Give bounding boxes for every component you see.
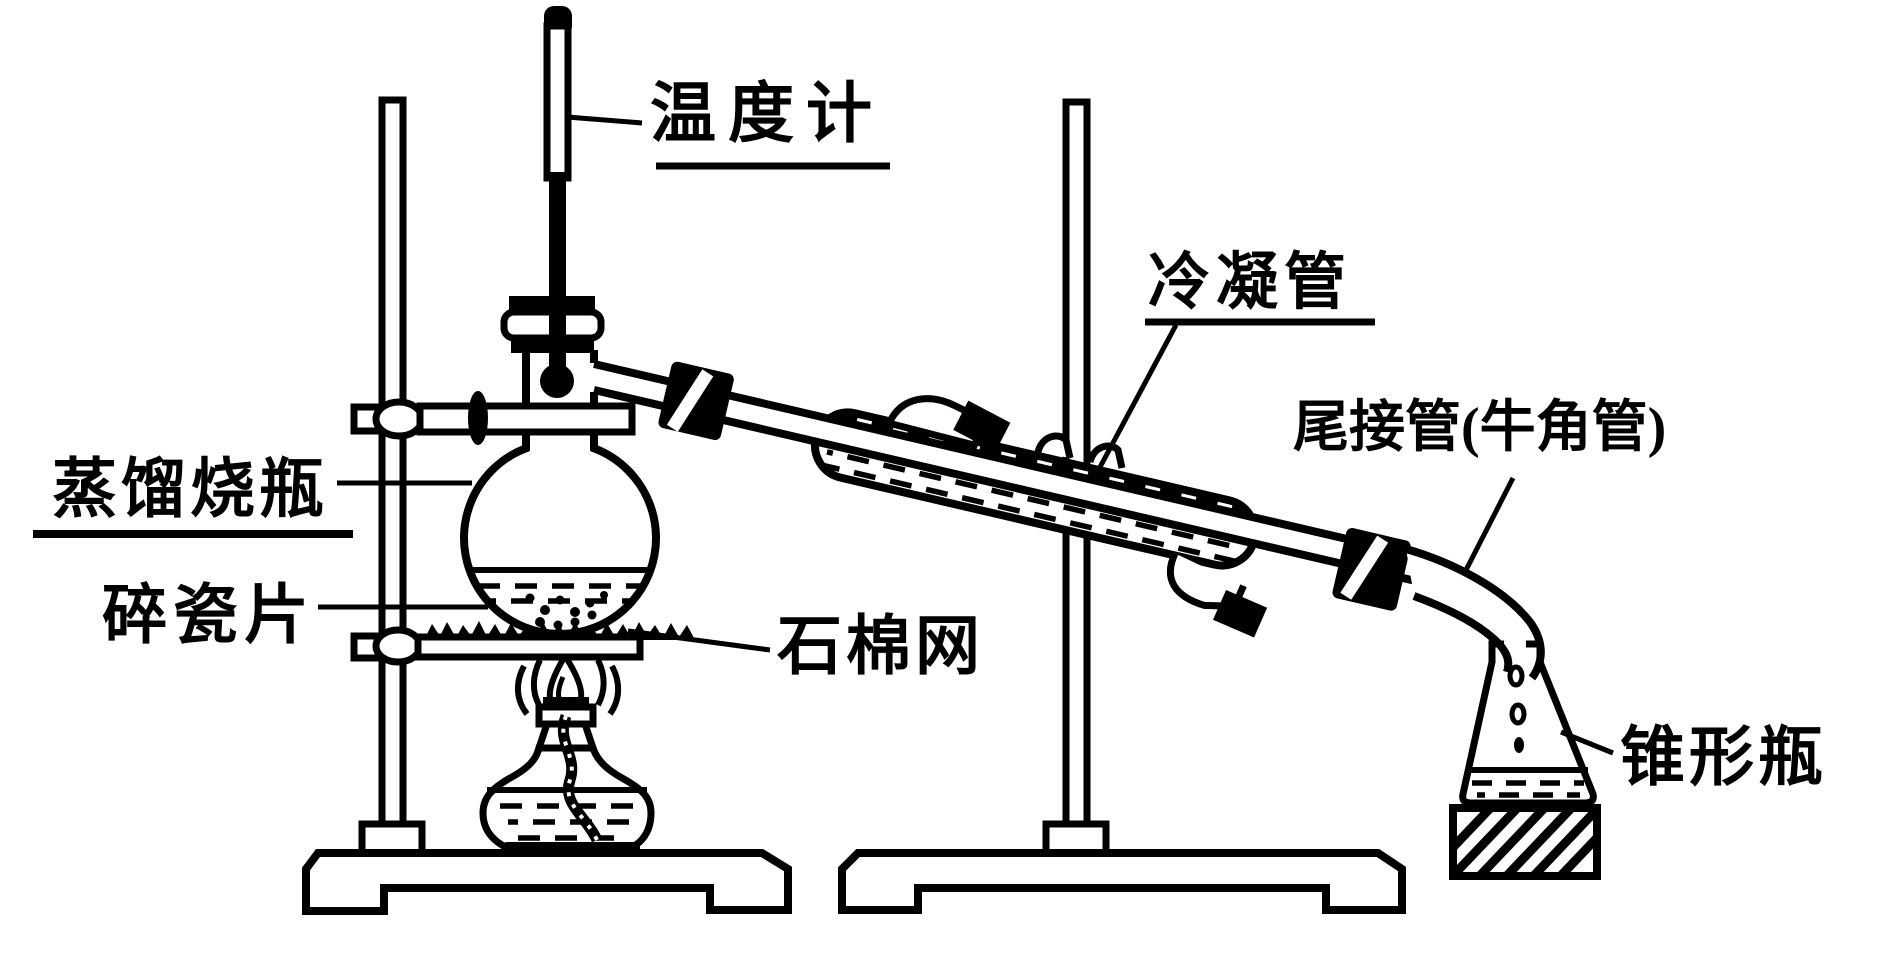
labels: 温度计 冷凝管 尾接管(牛角管) 蒸馏烧瓶 碎瓷片 石棉网 锥形瓶 [52, 78, 1827, 794]
thermometer-sensor-bulb [540, 364, 574, 398]
heat-line [595, 658, 607, 707]
label-conical-flask: 锥形瓶 [1620, 722, 1827, 794]
label-tail-adapter: 尾接管(牛角管) [1293, 397, 1666, 459]
label-porcelain-chips: 碎瓷片 [102, 580, 315, 652]
left-stand [302, 96, 792, 915]
lamp-foot [502, 842, 640, 855]
distillation-flask-assembly [460, 6, 660, 638]
water-inlet-cap [1212, 589, 1268, 638]
thermometer-stem [549, 172, 566, 368]
middle-stand-base [838, 849, 1406, 914]
condenser-leader [1096, 323, 1179, 471]
ring-clamp-nut [372, 626, 424, 666]
thermometer-leader [566, 114, 643, 126]
tail-adapter-fill [1406, 549, 1541, 678]
water-outlet-cap [953, 400, 1011, 453]
heat-line [515, 664, 530, 716]
flask-side-stopper-shine [666, 369, 714, 432]
adapter-side-stopper-shine [1340, 535, 1389, 600]
conical-flask [1459, 640, 1597, 807]
label-condenser: 冷凝管 [1148, 248, 1352, 317]
flask-bulb [460, 438, 660, 638]
wire-gauze-leader [627, 628, 771, 653]
heat-line [530, 658, 543, 707]
upper-clamp-bar [416, 402, 636, 436]
tail-adapter [1404, 545, 1545, 681]
upper-clamp-wingnut [468, 391, 488, 445]
left-stand-rod [378, 96, 407, 832]
label-distillation-flask: 蒸馏烧瓶 [52, 454, 328, 526]
clamp-bars [414, 391, 644, 661]
conical-flask-outline [1459, 640, 1597, 807]
alcohol-lamp [479, 650, 655, 857]
lamp-fuel-dashes [500, 803, 638, 841]
falling-drops [1507, 664, 1527, 753]
tail-adapter-leader [1461, 476, 1516, 576]
condenser-clamp-jaw-left [1034, 432, 1074, 459]
leader-lines [33, 114, 1614, 756]
vapor-tube-top [593, 360, 1421, 560]
heat-line [607, 664, 622, 716]
vapor-tube-fill [594, 364, 1420, 582]
thermometer [540, 6, 574, 398]
distillate-dashes [1472, 780, 1584, 798]
left-stand-base [302, 849, 792, 915]
lamp-wick-rope-braid [561, 715, 599, 841]
upper-clamp-nut [372, 398, 426, 440]
support-block-hatching [1457, 812, 1593, 872]
vapor-tube-bottom [593, 386, 1421, 586]
conical-flask-leader [1560, 729, 1614, 756]
condenser-fittings [658, 361, 1411, 638]
label-thermometer: 温度计 [650, 78, 884, 151]
condenser [593, 360, 1421, 638]
cooling-water-dashes [823, 411, 1248, 564]
thermometer-tube [543, 22, 572, 182]
wire-gauze-mesh [424, 621, 698, 640]
label-wire-gauze: 石棉网 [777, 611, 984, 683]
support-block [1449, 804, 1601, 880]
